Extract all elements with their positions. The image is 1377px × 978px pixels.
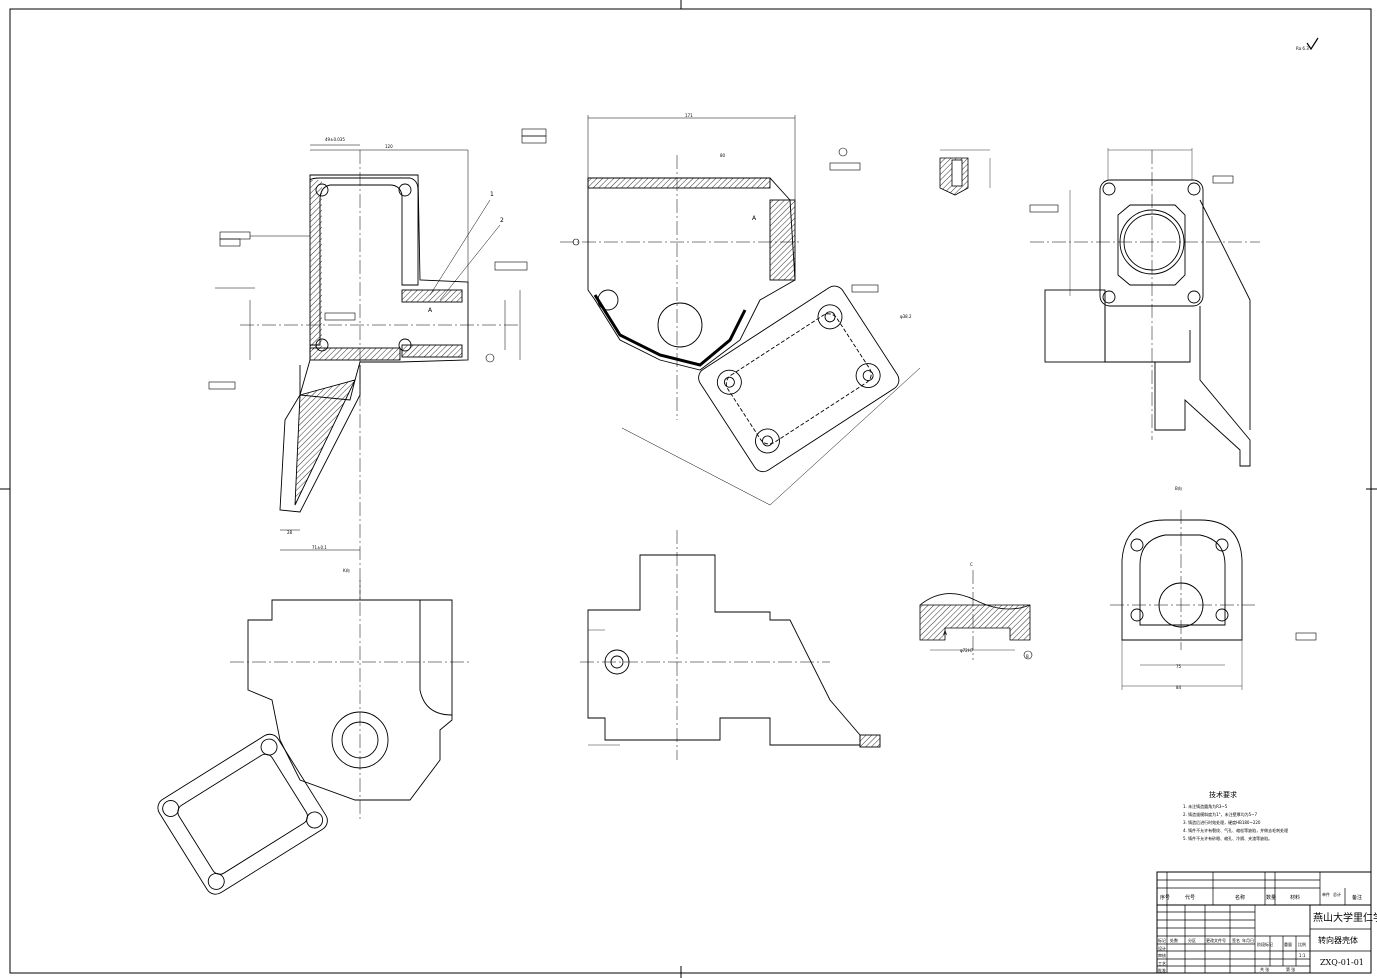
svg-text:阶段标记: 阶段标记 — [1257, 941, 1273, 947]
svg-text:标记: 标记 — [1158, 937, 1166, 943]
title-block — [1156, 871, 1372, 974]
svg-text:φ72H7: φ72H7 — [960, 648, 974, 653]
svg-text:A: A — [752, 215, 757, 222]
side-view — [1029, 148, 1260, 467]
detail-section — [919, 570, 1033, 660]
svg-text:第 张: 第 张 — [1286, 966, 1295, 972]
svg-text:批准: 批准 — [1158, 967, 1166, 973]
header-remark: 备注 — [1352, 894, 1362, 901]
svg-text:B向: B向 — [1175, 485, 1182, 491]
svg-text:75: 75 — [1176, 664, 1182, 669]
bottom-view-k — [157, 580, 470, 895]
svg-text:年月日: 年月日 — [1242, 937, 1254, 943]
header-material: 材料 — [1290, 894, 1300, 901]
header-qty: 数量 — [1266, 894, 1276, 901]
svg-text:84: 84 — [1176, 685, 1182, 690]
svg-text:80: 80 — [720, 153, 726, 158]
svg-text:签名: 签名 — [1232, 937, 1240, 943]
front-view — [580, 530, 881, 760]
note-5: 5. 铸件不允许有砂眼、缩孔、冷隔、夹渣等缺陷。 — [1183, 835, 1272, 841]
technical-notes: 技术要求 1. 未注铸造圆角为R3~5 2. 铸造拔模斜度为1°，未注壁厚均为5… — [1183, 790, 1288, 841]
header-name: 名称 — [1235, 894, 1245, 901]
title-block-text: 序号 代号 名称 数量 材料 单件 总计 备注 燕山大学里仁学院 转向器壳体 Z… — [1158, 891, 1377, 973]
svg-text:设计: 设计 — [1158, 945, 1166, 951]
svg-text:A: A — [428, 307, 433, 314]
svg-text:审核: 审核 — [1158, 952, 1166, 958]
drawing-number: ZXQ-01-01 — [1320, 958, 1364, 967]
svg-text:71±0.1: 71±0.1 — [312, 545, 327, 550]
svg-text:处数: 处数 — [1170, 937, 1178, 943]
svg-text:C: C — [970, 562, 973, 567]
note-2: 2. 铸造拔模斜度为1°，未注壁厚均为5~7 — [1183, 811, 1258, 817]
svg-text:共 张: 共 张 — [1260, 966, 1269, 972]
flange-view-b — [1110, 510, 1317, 690]
detail-c-view — [939, 149, 991, 196]
rotated-section-labels: 171 80 A φ38.2 — [685, 113, 912, 319]
header-unit: 单件 — [1322, 891, 1330, 897]
note-4: 4. 铸件不允许有裂纹、气孔、缩松等缺陷，并做去毛刺处理 — [1183, 827, 1288, 833]
note-3: 3. 铸造后进行时效处理，硬度HB180~220 — [1183, 819, 1261, 825]
header-index: 序号 — [1160, 894, 1170, 901]
svg-text:重量: 重量 — [1284, 941, 1292, 947]
svg-text:更改文件号: 更改文件号 — [1206, 937, 1226, 943]
svg-text:工艺: 工艺 — [1158, 961, 1166, 966]
svg-text:2: 2 — [500, 217, 504, 224]
svg-text:49±0.035: 49±0.035 — [325, 137, 345, 142]
note-1: 1. 未注铸造圆角为R3~5 — [1183, 803, 1228, 809]
svg-text:1: 1 — [490, 191, 494, 198]
main-section-view — [208, 144, 528, 600]
school-name: 燕山大学里仁学院 — [1313, 911, 1377, 924]
part-name: 转向器壳体 — [1318, 935, 1358, 945]
roughness-symbol-icon: Ra 6.3 — [1296, 37, 1319, 51]
svg-text:φ38.2: φ38.2 — [900, 314, 912, 319]
scale-value: 1:1 — [1299, 953, 1306, 958]
svg-text:K向: K向 — [343, 567, 350, 573]
flange-view-labels: B向 84 75 — [1175, 485, 1182, 690]
svg-text:B: B — [1026, 654, 1029, 659]
svg-text:120: 120 — [385, 144, 393, 149]
svg-text:A: A — [943, 630, 948, 637]
header-total: 总计 — [1333, 891, 1341, 897]
svg-text:比例: 比例 — [1298, 941, 1306, 947]
rotated-section-view — [521, 115, 921, 506]
svg-text:Ra 6.3: Ra 6.3 — [1296, 46, 1309, 51]
svg-text:171: 171 — [685, 113, 693, 118]
svg-text:分区: 分区 — [1188, 937, 1196, 943]
main-section-labels: 49±0.035 120 1 2 71±0.1 28 K向 A — [287, 137, 504, 573]
notes-title: 技术要求 — [1209, 790, 1237, 799]
svg-text:28: 28 — [287, 530, 293, 535]
detail-section-labels: A φ72H7 B C — [943, 562, 1029, 659]
header-code: 代号 — [1185, 894, 1195, 901]
